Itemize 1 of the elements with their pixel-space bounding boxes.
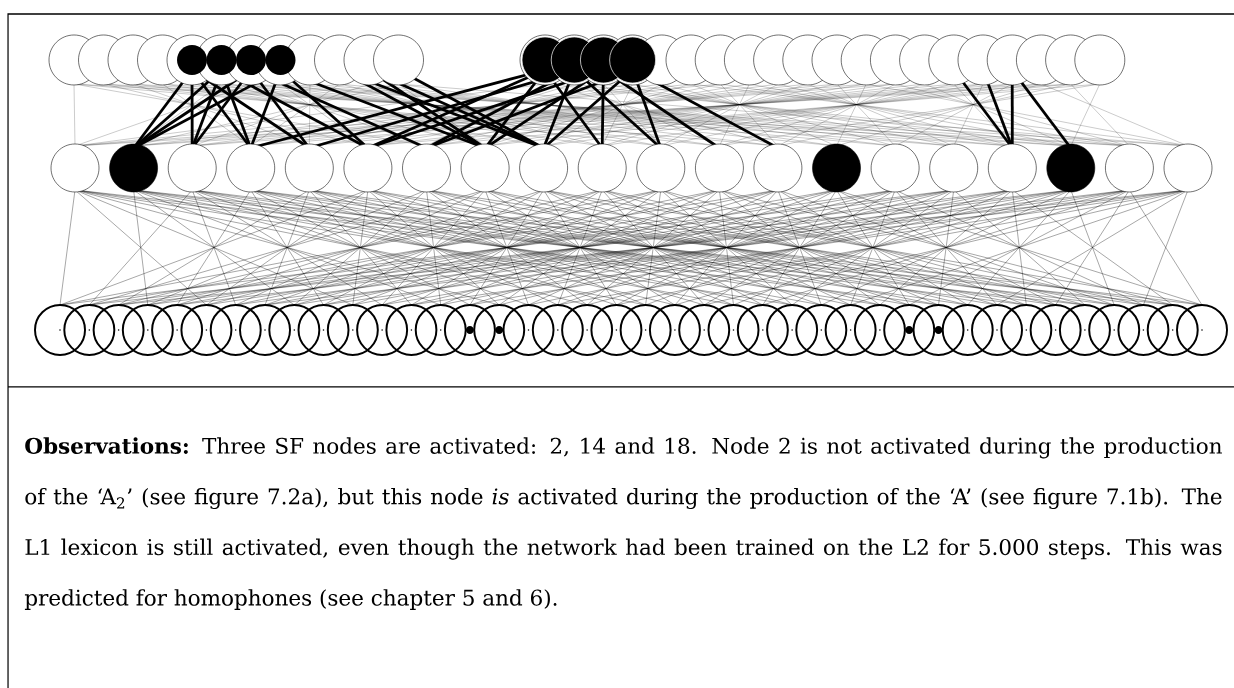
observations-text: Observations: Three SF nodes are activated: 2, 14 and 18. Node 2 is not activated during the production of the ‘A$_{2}$’ (see figure 7.2a), but this node is activated during the production of the ‘A’ (see figure 7.1b). The L1 lexicon is still activated, even though the network had been trained on the L2 for 5.000 steps. This was predicted for homophones (see chapter 5 and 6). [24,437,1222,610]
